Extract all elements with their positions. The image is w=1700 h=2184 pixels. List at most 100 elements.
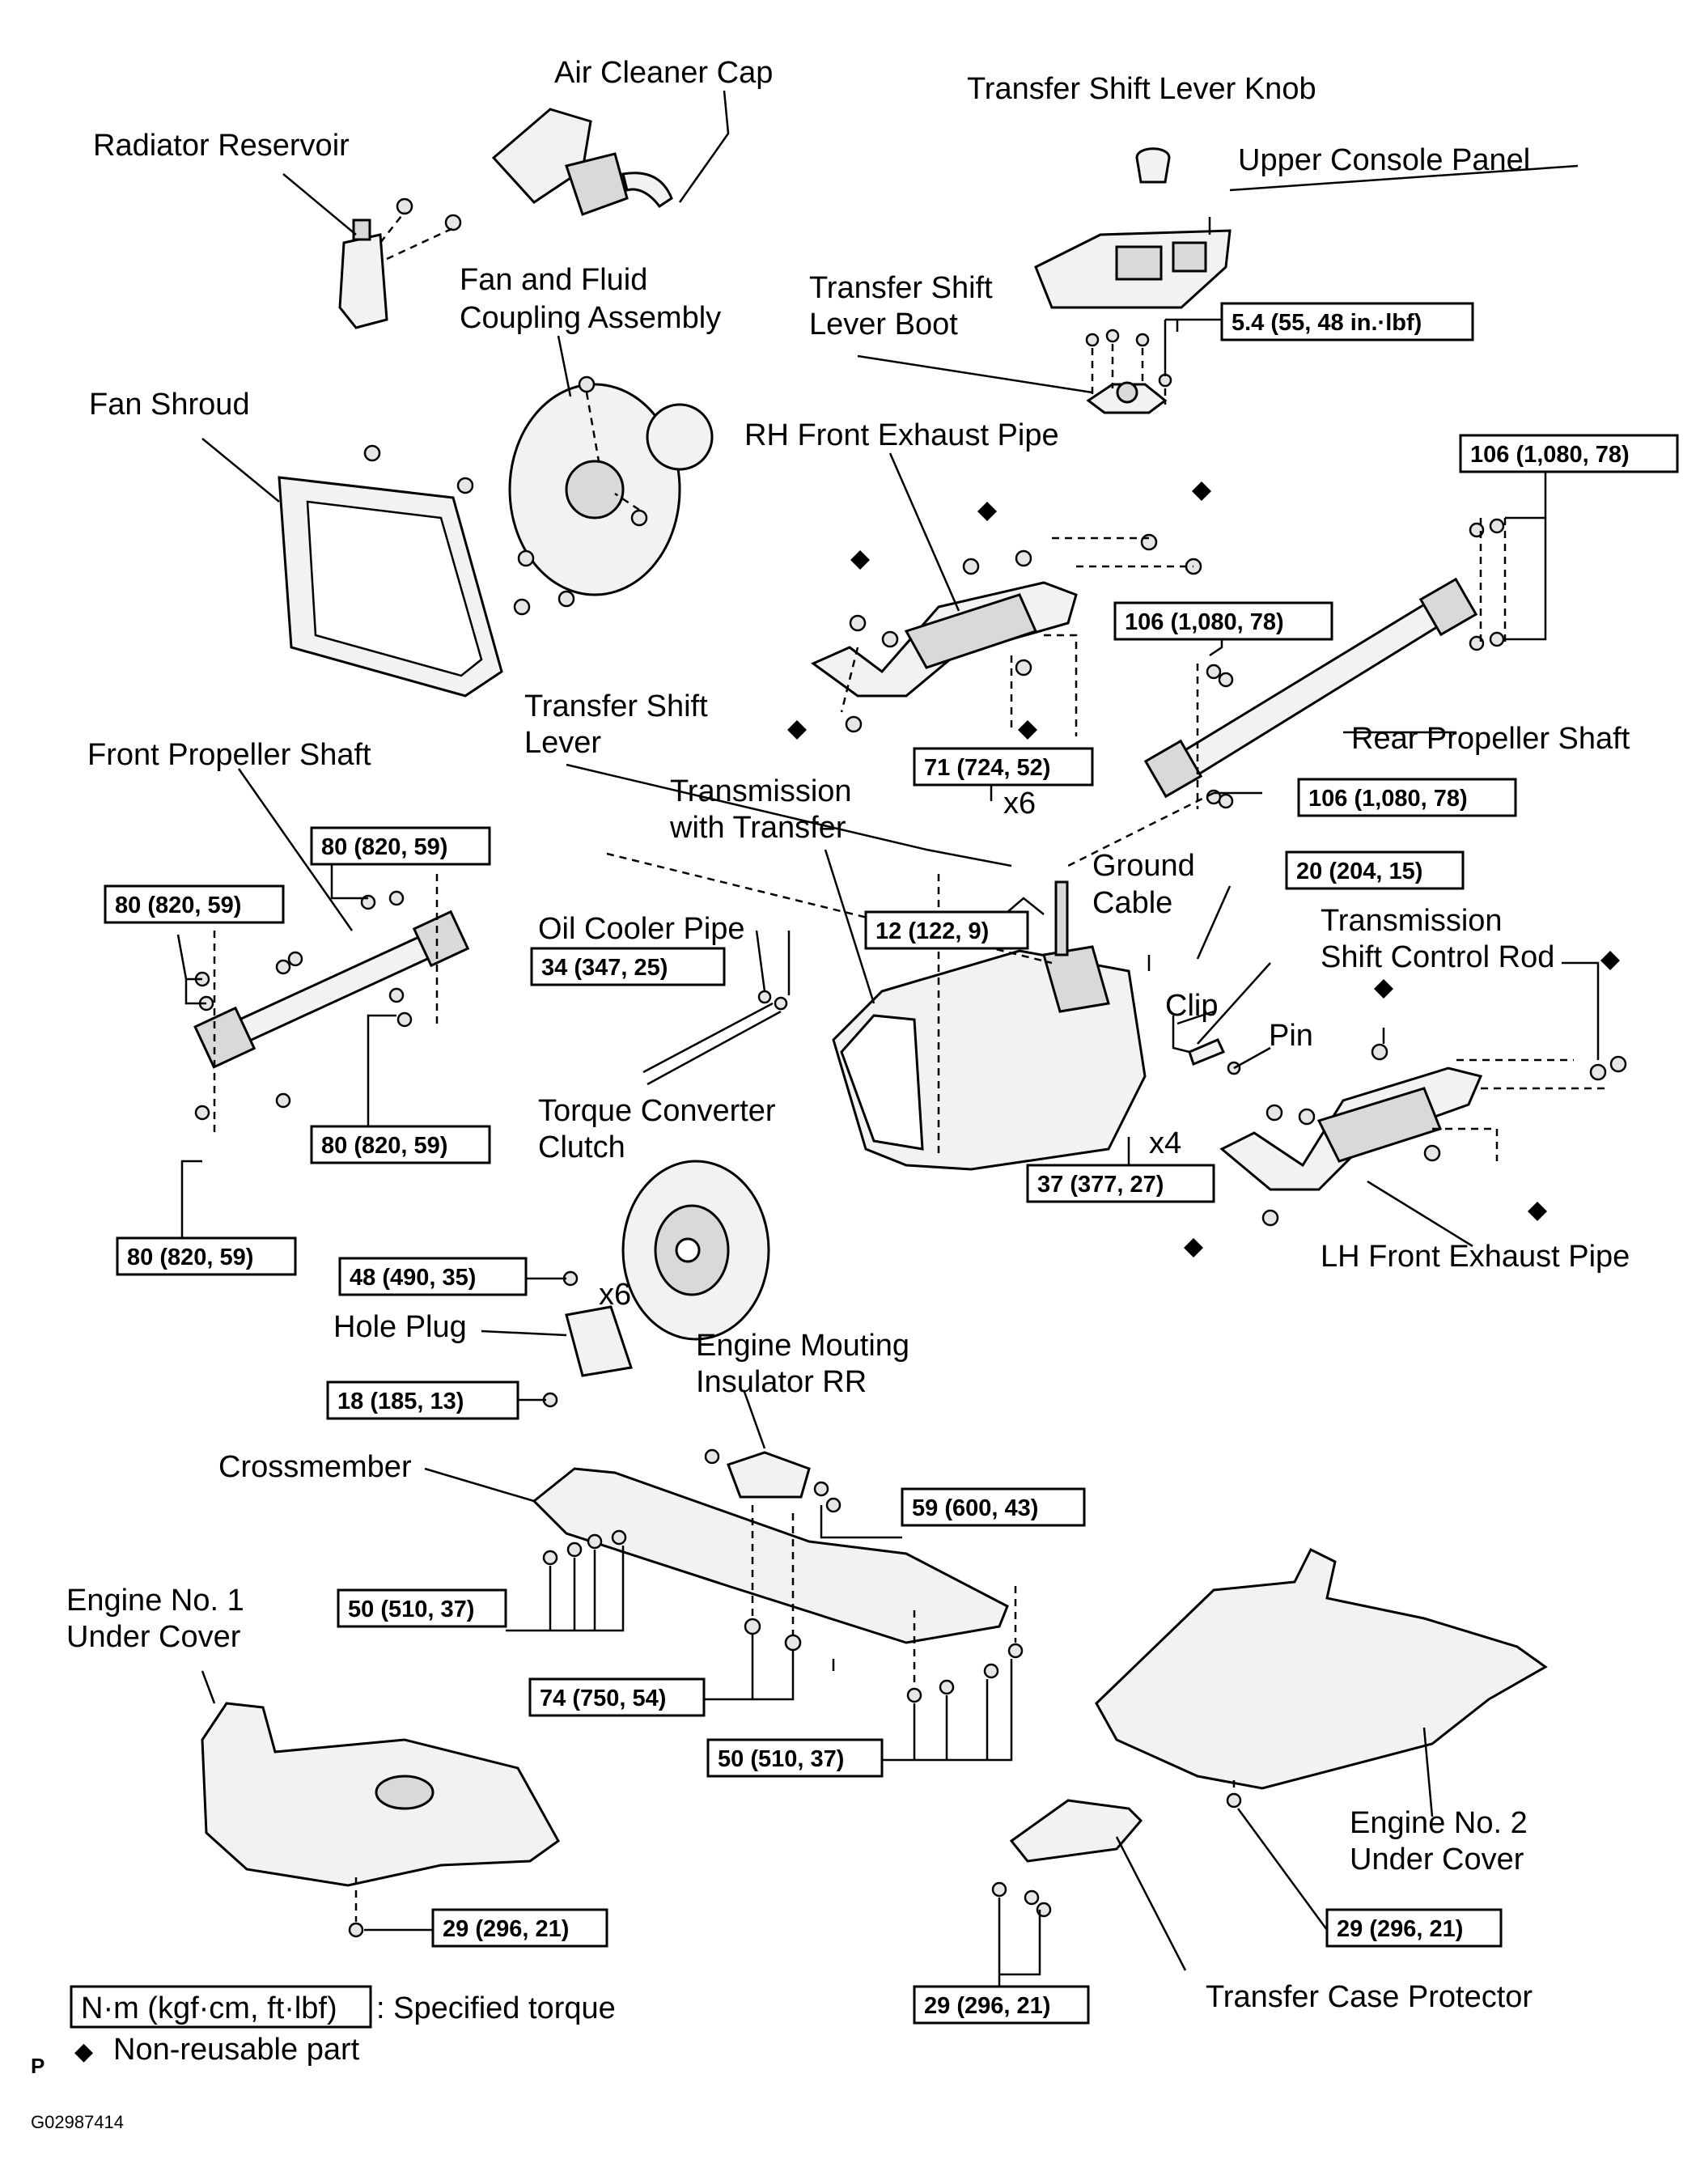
svg-text:50 (510, 37): 50 (510, 37) bbox=[348, 1597, 474, 1622]
shift-lever-boot-part bbox=[1085, 329, 1172, 414]
svg-text:80 (820, 59): 80 (820, 59) bbox=[321, 1133, 447, 1159]
torque-box-rear-shaft-mid: 106 (1,080, 78) bbox=[1113, 601, 1333, 641]
torque-box-front-shaft-mid: 80 (820, 59) bbox=[310, 1125, 491, 1164]
torque-converter-part bbox=[562, 1160, 770, 1341]
part-labels: Air Cleaner Cap Transfer Shift Lever Kno… bbox=[66, 56, 1630, 2014]
torque-box-front-shaft-left: 80 (820, 59) bbox=[104, 884, 285, 924]
label-torque-converter-1: Torque Converter bbox=[538, 1094, 776, 1128]
fan-shroud-part bbox=[278, 444, 531, 698]
shift-lever-knob-part bbox=[1135, 147, 1171, 184]
torque-box-hole-plug: 18 (185, 13) bbox=[326, 1380, 519, 1420]
torque-box-rear-shaft-front: 106 (1,080, 78) bbox=[1297, 778, 1517, 817]
svg-text:71 (724, 52): 71 (724, 52) bbox=[924, 755, 1050, 781]
svg-text:29 (296, 21): 29 (296, 21) bbox=[443, 1916, 569, 1942]
svg-text:106 (1,080, 78): 106 (1,080, 78) bbox=[1308, 786, 1468, 812]
leader-lines bbox=[176, 90, 1600, 1987]
label-ground-cable-2: Cable bbox=[1092, 886, 1172, 920]
page-mark: P bbox=[31, 2054, 45, 2078]
svg-text:20 (204, 15): 20 (204, 15) bbox=[1296, 859, 1422, 884]
label-torque-converter-2: Clutch bbox=[538, 1130, 625, 1164]
svg-text:80 (820, 59): 80 (820, 59) bbox=[321, 834, 447, 860]
label-front-propeller-shaft: Front Propeller Shaft bbox=[87, 738, 371, 772]
legend-unit-description: : Specified torque bbox=[376, 1991, 616, 2025]
rh-exhaust-pipe-part bbox=[811, 533, 1202, 736]
torque-boxes: 5.4 (55, 48 in.·lbf) 106 (1,080, 78) 106… bbox=[104, 302, 1679, 2025]
svg-text:18 (185, 13): 18 (185, 13) bbox=[337, 1389, 464, 1414]
multiplier-x4: x4 bbox=[1149, 1126, 1181, 1160]
torque-box-exhaust-trans: 71 (724, 52) bbox=[913, 747, 1094, 787]
label-fan-coupling-2: Coupling Assembly bbox=[460, 301, 721, 335]
torque-box-front-shaft-bottom: 80 (820, 59) bbox=[116, 1236, 297, 1276]
torque-box-trans-engine: 37 (377, 27) bbox=[1026, 1164, 1215, 1203]
label-shift-lever-boot-1: Transfer Shift bbox=[809, 271, 993, 305]
svg-text:50 (510, 37): 50 (510, 37) bbox=[718, 1746, 844, 1772]
label-transmission-2: with Transfer bbox=[669, 811, 846, 845]
label-transmission-1: Transmission bbox=[670, 774, 852, 808]
label-pin: Pin bbox=[1269, 1019, 1313, 1053]
label-under-cover-1-a: Engine No. 1 bbox=[66, 1584, 244, 1618]
label-engine-mount-1: Engine Mouting bbox=[696, 1329, 909, 1363]
multiplier-x6-a: x6 bbox=[1003, 787, 1036, 821]
svg-text:74 (750, 54): 74 (750, 54) bbox=[540, 1686, 666, 1711]
label-clip: Clip bbox=[1165, 989, 1218, 1023]
legend: N·m (kgf·cm, ft·lbf) : Specified torque … bbox=[70, 1985, 616, 2067]
engine-mount-part bbox=[704, 1448, 842, 1513]
torque-box-front-shaft-top: 80 (820, 59) bbox=[310, 826, 491, 866]
svg-text:29 (296, 21): 29 (296, 21) bbox=[1337, 1916, 1463, 1942]
svg-text:29 (296, 21): 29 (296, 21) bbox=[924, 1993, 1050, 2019]
shift-control-rod-part bbox=[1172, 1016, 1241, 1075]
torque-box-crossmember-right: 50 (510, 37) bbox=[706, 1738, 884, 1778]
lh-exhaust-pipe-part bbox=[1219, 1043, 1627, 1227]
svg-text:80 (820, 59): 80 (820, 59) bbox=[127, 1245, 253, 1270]
footer: P G02987414 bbox=[31, 2054, 124, 2132]
label-hole-plug: Hole Plug bbox=[333, 1310, 467, 1344]
under-cover-1-part bbox=[201, 1702, 560, 1938]
label-fan-shroud: Fan Shroud bbox=[89, 388, 250, 422]
front-propeller-shaft-part bbox=[193, 874, 470, 1133]
oil-cooler-pipe-part bbox=[642, 990, 788, 1086]
label-air-cleaner-cap: Air Cleaner Cap bbox=[554, 56, 773, 90]
torque-box-crossmember-left: 50 (510, 37) bbox=[337, 1588, 507, 1628]
upper-console-panel-part bbox=[1034, 229, 1232, 309]
label-shift-control-rod-1: Transmission bbox=[1321, 904, 1503, 938]
label-ground-cable-1: Ground bbox=[1092, 849, 1195, 883]
torque-box-protector: 29 (296, 21) bbox=[913, 1985, 1090, 2025]
legend-unit-label: N·m (kgf·cm, ft·lbf) bbox=[81, 1991, 337, 2025]
non-reusable-markers bbox=[787, 481, 1620, 1257]
label-shift-lever-boot-2: Lever Boot bbox=[809, 307, 958, 341]
svg-text:37 (377, 27): 37 (377, 27) bbox=[1037, 1172, 1164, 1198]
svg-text:59 (600, 43): 59 (600, 43) bbox=[912, 1495, 1038, 1521]
svg-text:5.4 (55, 48 in.·lbf): 5.4 (55, 48 in.·lbf) bbox=[1232, 310, 1422, 336]
label-under-cover-2-b: Under Cover bbox=[1350, 1843, 1524, 1877]
label-transfer-case-protector: Transfer Case Protector bbox=[1206, 1980, 1533, 2014]
label-oil-cooler-pipe: Oil Cooler Pipe bbox=[538, 912, 745, 946]
label-radiator-reservoir: Radiator Reservoir bbox=[93, 129, 350, 163]
label-under-cover-1-b: Under Cover bbox=[66, 1620, 241, 1654]
legend-unit-box bbox=[70, 1985, 372, 2029]
svg-text:106 (1,080, 78): 106 (1,080, 78) bbox=[1125, 609, 1284, 635]
transmission-part bbox=[606, 791, 1215, 1171]
torque-box-ground-cable: 20 (204, 15) bbox=[1285, 850, 1465, 890]
under-cover-2-part bbox=[1095, 1547, 1548, 1809]
transfer-case-protector-part bbox=[991, 1799, 1143, 1918]
torque-box-under-cover-2: 29 (296, 21) bbox=[1325, 1908, 1503, 1948]
radiator-reservoir-part bbox=[338, 197, 462, 329]
torque-box-rear-shaft-rear: 106 (1,080, 78) bbox=[1459, 434, 1679, 473]
torque-box-crossmember-center: 74 (750, 54) bbox=[528, 1677, 706, 1717]
torque-box-console: 5.4 (55, 48 in.·lbf) bbox=[1220, 302, 1474, 341]
label-rh-exhaust-pipe: RH Front Exhaust Pipe bbox=[744, 418, 1059, 452]
air-cleaner-cap-part bbox=[491, 108, 673, 216]
svg-text:80 (820, 59): 80 (820, 59) bbox=[115, 893, 241, 918]
torque-box-shift-lever: 12 (122, 9) bbox=[864, 910, 1029, 950]
label-rear-propeller-shaft: Rear Propeller Shaft bbox=[1351, 722, 1630, 756]
label-under-cover-2-a: Engine No. 2 bbox=[1350, 1806, 1528, 1840]
label-upper-console-panel: Upper Console Panel bbox=[1238, 143, 1530, 177]
legend-non-reusable-symbol: ◆ bbox=[74, 2038, 93, 2065]
torque-box-torque-converter: 48 (490, 35) bbox=[338, 1257, 528, 1296]
label-engine-mount-2: Insulator RR bbox=[696, 1365, 867, 1399]
torque-box-under-cover-1: 29 (296, 21) bbox=[431, 1908, 608, 1948]
svg-text:34 (347, 25): 34 (347, 25) bbox=[541, 955, 668, 981]
legend-non-reusable-text: Non-reusable part bbox=[113, 2033, 360, 2067]
label-shift-lever-1: Transfer Shift bbox=[524, 689, 708, 723]
